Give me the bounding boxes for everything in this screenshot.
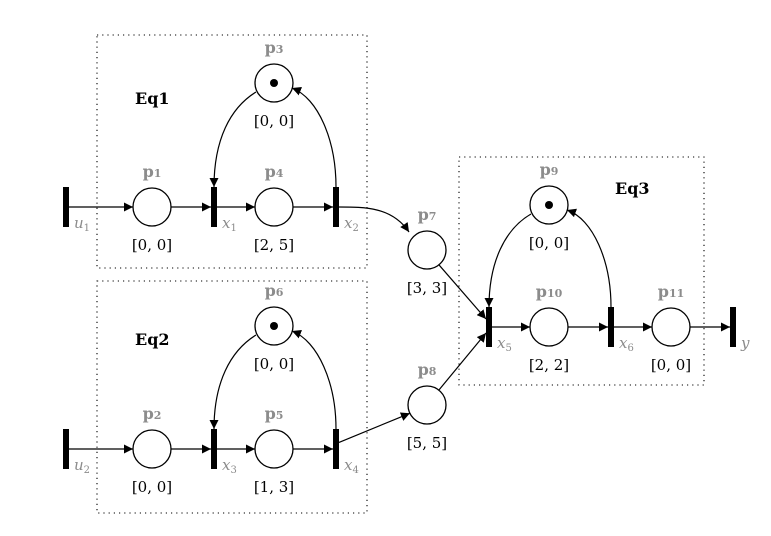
place-circle-p1	[132, 187, 172, 227]
transition-x6: x6	[608, 307, 634, 354]
arc-x2-p3	[291, 87, 337, 188]
transition-bar-x1	[211, 187, 217, 227]
transition-u2: u2	[63, 429, 90, 476]
place-p3: p3 [0, 0]	[254, 38, 294, 130]
transition-label-x1: x1	[222, 214, 237, 234]
group-label-eq2: Eq2	[135, 330, 170, 349]
transition-x3: x3	[211, 429, 237, 476]
transition-bar-x3	[211, 429, 217, 469]
interval-p1: [0, 0]	[132, 236, 172, 254]
place-p11: p11 [0, 0]	[651, 282, 691, 374]
place-label-p5: p5	[265, 404, 284, 423]
place-p9: p9 [0, 0]	[529, 160, 569, 252]
token-p6	[270, 322, 278, 330]
transition-bar-x5	[486, 307, 492, 347]
place-p4: p4 [2, 5]	[254, 162, 294, 254]
place-circle-p7	[407, 230, 447, 270]
transition-label-x5: x5	[497, 334, 512, 354]
group-label-eq3: Eq3	[615, 179, 650, 198]
transition-bar-y	[730, 307, 736, 347]
place-label-p1: p1	[143, 162, 162, 181]
interval-p7: [3, 3]	[407, 279, 447, 297]
transition-bar-x2	[333, 187, 339, 227]
interval-p4: [2, 5]	[254, 236, 294, 254]
transition-label-x4: x4	[344, 456, 359, 476]
transition-label-y: y	[740, 334, 750, 352]
place-label-p4: p4	[265, 162, 284, 181]
transition-label-u2: u2	[74, 456, 90, 476]
place-circle-p8	[407, 385, 447, 425]
transition-bar-x6	[608, 307, 614, 347]
place-circle-p10	[529, 307, 569, 347]
transition-x5: x5	[486, 307, 512, 354]
place-label-p8: p8	[418, 360, 437, 379]
interval-p5: [1, 3]	[254, 478, 294, 496]
place-p8: p8 [5, 5]	[407, 360, 447, 452]
place-circle-p4	[254, 187, 294, 227]
arc-p9-x5	[484, 213, 532, 308]
interval-p6: [0, 0]	[254, 355, 294, 373]
place-p6: p6 [0, 0]	[254, 281, 294, 373]
interval-p11: [0, 0]	[651, 356, 691, 374]
arc-x6-p9	[566, 208, 612, 308]
transition-x4: x4	[333, 429, 359, 476]
transition-bar-u1	[63, 187, 69, 227]
transition-bar-x4	[333, 429, 339, 469]
transition-y: y	[730, 307, 750, 352]
place-label-p9: p9	[540, 160, 559, 179]
arc-p8-x5	[438, 332, 487, 391]
group-box-eq1	[96, 34, 368, 269]
group-label-eq1: Eq1	[135, 89, 170, 108]
transition-label-x6: x6	[619, 334, 634, 354]
place-label-p7: p7	[418, 205, 437, 224]
arcs	[69, 87, 730, 454]
transition-label-x3: x3	[222, 456, 237, 476]
place-label-p6: p6	[265, 281, 284, 300]
group-box-eq2	[96, 280, 368, 514]
interval-p2: [0, 0]	[132, 478, 172, 496]
place-p7: p7 [3, 3]	[407, 205, 447, 297]
place-circle-p11	[651, 307, 691, 347]
place-circle-p2	[132, 429, 172, 469]
arc-x4-p8	[338, 412, 411, 443]
group-box-eq3	[458, 156, 705, 386]
place-p1: p1 [0, 0]	[132, 162, 172, 254]
token-p9	[545, 201, 553, 209]
arc-p7-x5	[438, 264, 487, 320]
place-label-p10: p10	[536, 282, 563, 301]
transition-u1: u1	[63, 187, 90, 234]
interval-p3: [0, 0]	[254, 112, 294, 130]
interval-p8: [5, 5]	[407, 434, 447, 452]
place-p2: p2 [0, 0]	[132, 404, 172, 496]
transition-label-x2: x2	[344, 214, 359, 234]
transition-label-u1: u1	[74, 214, 90, 234]
arc-x2-p7	[338, 206, 410, 233]
place-label-p11: p11	[658, 282, 685, 301]
interval-p10: [2, 2]	[529, 356, 569, 374]
transition-bar-u2	[63, 429, 69, 469]
interval-p9: [0, 0]	[529, 234, 569, 252]
place-circle-p5	[254, 429, 294, 469]
place-label-p2: p2	[143, 404, 162, 423]
place-label-p3: p3	[265, 38, 284, 57]
token-p3	[270, 79, 278, 87]
arc-p3-x1	[209, 91, 257, 188]
transition-x2: x2	[333, 187, 359, 234]
place-p10: p10 [2, 2]	[529, 282, 569, 374]
arc-x4-p6	[291, 330, 337, 430]
arc-p6-x3	[209, 334, 257, 430]
place-p5: p5 [1, 3]	[254, 404, 294, 496]
transition-x1: x1	[211, 187, 237, 234]
